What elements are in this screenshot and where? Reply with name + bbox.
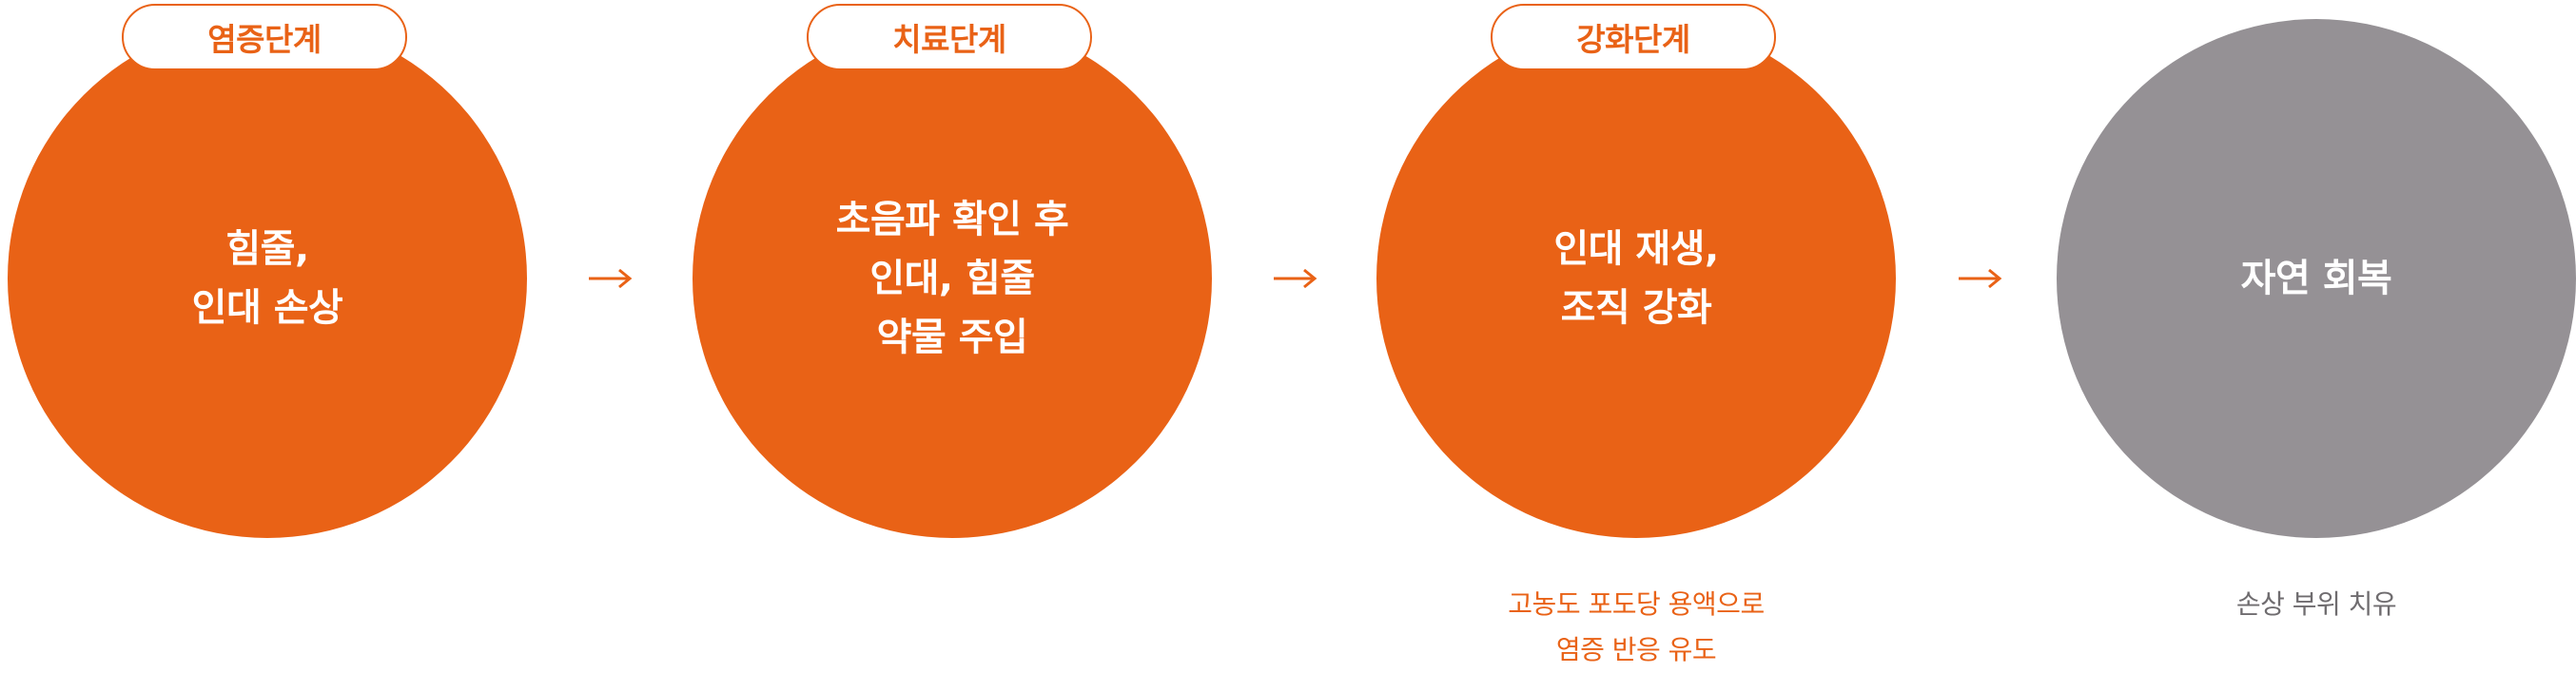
stage-label-pill: 강화단계 [1491, 4, 1776, 70]
stage-circle: 초음파 확인 후 인대, 힘줄 약물 주입 [693, 19, 1212, 538]
stage-natural-recovery: 자연 회복 손상 부위 치유 [2057, 0, 2576, 667]
stage-inflammation: 힘줄, 인대 손상 염증단계 [8, 0, 527, 667]
right-arrow-icon [589, 268, 633, 289]
stage-treatment: 초음파 확인 후 인대, 힘줄 약물 주입 치료단계 [693, 0, 1212, 667]
stage-circle-text: 초음파 확인 후 인대, 힘줄 약물 주입 [835, 198, 1069, 359]
stage-circle: 자연 회복 [2057, 19, 2576, 538]
stage-circle-text: 인대 재생, 조직 강화 [1553, 227, 1719, 330]
stage-circle-text: 자연 회복 [2240, 257, 2392, 300]
stage-circle-text: 힘줄, 인대 손상 [191, 227, 343, 330]
stage-caption: 고농도 포도당 용액으로 염증 반응 유도 [1508, 588, 1765, 665]
stage-circle: 힘줄, 인대 손상 [8, 19, 527, 538]
stage-label-pill: 치료단계 [807, 4, 1092, 70]
right-arrow-icon [1959, 268, 2002, 289]
stage-strengthening: 인대 재생, 조직 강화 강화단계 고농도 포도당 용액으로 염증 반응 유도 [1376, 0, 1896, 667]
stage-circle: 인대 재생, 조직 강화 [1376, 19, 1896, 538]
right-arrow-icon [1274, 268, 1317, 289]
stage-caption: 손상 부위 치유 [2235, 588, 2397, 620]
stage-label-pill: 염증단계 [122, 4, 407, 70]
